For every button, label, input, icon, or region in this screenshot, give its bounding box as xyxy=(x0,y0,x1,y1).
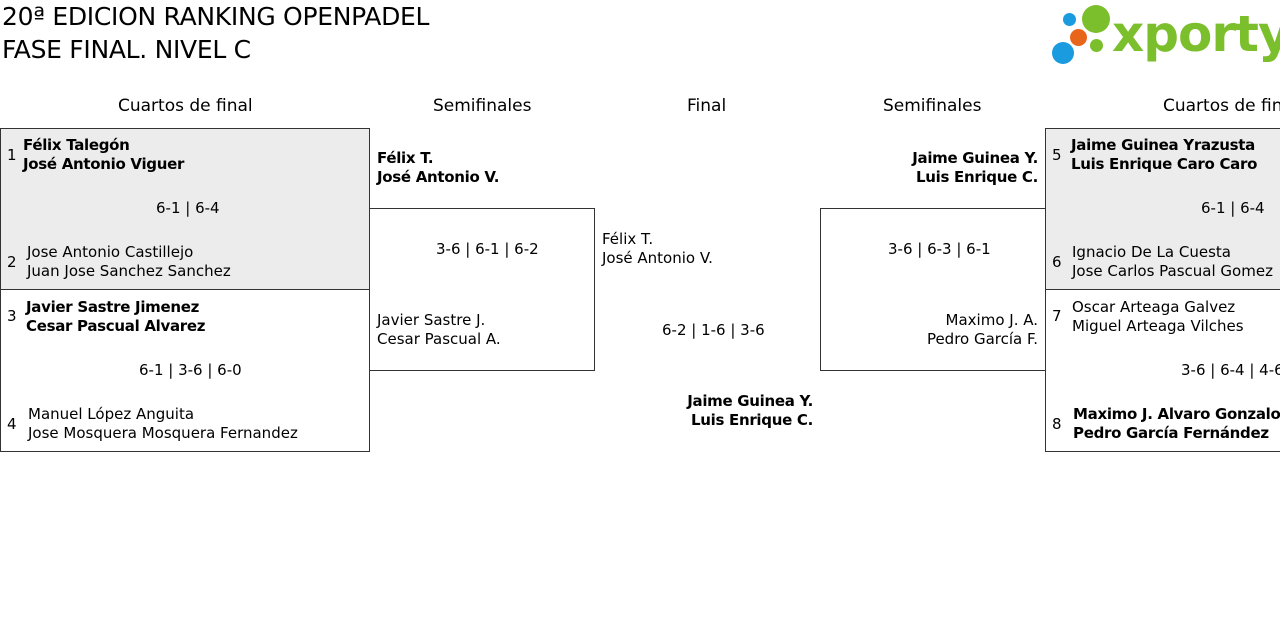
player-name: Miguel Arteaga Vilches xyxy=(1072,317,1244,335)
player-name: Luis Enrique C. xyxy=(915,168,1038,186)
match-score: 6-1 | 6-4 xyxy=(156,199,220,217)
semi-team-top: Jaime Guinea Y. Luis Enrique C. xyxy=(912,149,1038,187)
player-name: José Antonio Viguer xyxy=(23,155,185,173)
team-loser: Ignacio De La Cuesta Jose Carlos Pascual… xyxy=(1072,243,1273,281)
semi-match-left xyxy=(369,208,595,371)
round-header-right-quarters: Cuartos de fin xyxy=(1163,96,1280,116)
player-name: Pedro García F. xyxy=(926,330,1038,348)
team-winner: Jaime Guinea Yrazusta Luis Enrique Caro … xyxy=(1071,136,1257,174)
final-score: 6-2 | 1-6 | 3-6 xyxy=(662,321,765,339)
match-score: 6-1 | 3-6 | 6-0 xyxy=(139,361,242,379)
player-name: Juan Jose Sanchez Sanchez xyxy=(27,262,231,280)
player-name: Jose Carlos Pascual Gomez xyxy=(1072,262,1273,280)
player-name: Javier Sastre Jimenez xyxy=(26,298,200,316)
match-score: 6-1 | 6-4 xyxy=(1201,199,1265,217)
player-name: Jaime Guinea Y. xyxy=(912,149,1038,167)
match-score: 3-6 | 6-3 | 6-1 xyxy=(888,240,991,258)
player-name: Jaime Guinea Yrazusta xyxy=(1071,136,1255,154)
player-name: Pedro García Fernández xyxy=(1073,424,1269,442)
seed-number: 3 xyxy=(7,307,17,325)
team-winner: Javier Sastre Jimenez Cesar Pascual Alva… xyxy=(26,298,206,336)
seed-number: 5 xyxy=(1052,146,1062,164)
match-score: 3-6 | 6-1 | 6-2 xyxy=(436,240,539,258)
team-loser: Jose Antonio Castillejo Juan Jose Sanche… xyxy=(27,243,231,281)
quarter-match-1 xyxy=(0,128,370,290)
round-header-right-semis: Semifinales xyxy=(883,96,982,116)
round-header-left-quarters: Cuartos de final xyxy=(118,96,253,116)
player-name: José Antonio V. xyxy=(602,249,713,267)
player-name: Félix T. xyxy=(602,230,654,248)
player-name: Ignacio De La Cuesta xyxy=(1072,243,1231,261)
logo-dot-icon xyxy=(1070,29,1087,46)
seed-number: 7 xyxy=(1052,307,1062,325)
player-name: Jose Mosquera Mosquera Fernandez xyxy=(28,424,298,442)
player-name: Félix Talegón xyxy=(23,136,130,154)
quarter-match-4 xyxy=(1045,289,1280,452)
seed-number: 2 xyxy=(7,253,17,271)
player-name: Cesar Pascual Alvarez xyxy=(26,317,206,335)
logo-dot-icon xyxy=(1063,13,1076,26)
logo-text: xporty xyxy=(1112,5,1280,63)
final-champion: Jaime Guinea Y. Luis Enrique C. xyxy=(687,392,813,430)
seed-number: 4 xyxy=(7,415,17,433)
player-name: José Antonio V. xyxy=(377,168,500,186)
quarter-match-3 xyxy=(1045,128,1280,290)
team-winner: Félix Talegón José Antonio Viguer xyxy=(23,136,184,174)
player-name: Luis Enrique C. xyxy=(690,411,813,429)
page-title: 20ª EDICION RANKING OPENPADEL xyxy=(2,2,430,31)
player-name: Manuel López Anguita xyxy=(28,405,195,423)
player-name: Oscar Arteaga Galvez xyxy=(1072,298,1236,316)
team-winner: Maximo J. Alvaro Gonzalo Pedro García Fe… xyxy=(1073,405,1280,443)
seed-number: 1 xyxy=(7,146,17,164)
team-loser: Manuel López Anguita Jose Mosquera Mosqu… xyxy=(28,405,298,443)
round-header-left-semis: Semifinales xyxy=(433,96,532,116)
player-name: Jose Antonio Castillejo xyxy=(27,243,194,261)
semi-team-bottom: Javier Sastre J. Cesar Pascual A. xyxy=(377,311,501,349)
player-name: Maximo J. Alvaro Gonzalo xyxy=(1073,405,1280,423)
player-name: Maximo J. A. xyxy=(945,311,1038,329)
page-subtitle: FASE FINAL. NIVEL C xyxy=(2,35,251,64)
logo-dot-icon xyxy=(1052,42,1074,64)
team-loser: Oscar Arteaga Galvez Miguel Arteaga Vilc… xyxy=(1072,298,1244,336)
player-name: Cesar Pascual A. xyxy=(377,330,501,348)
semi-team-top: Félix T. José Antonio V. xyxy=(377,149,500,187)
player-name: Javier Sastre J. xyxy=(377,311,486,329)
match-score: 3-6 | 6-4 | 4-6 xyxy=(1181,361,1280,379)
logo-dot-icon xyxy=(1090,39,1103,52)
semi-team-bottom: Maximo J. A. Pedro García F. xyxy=(927,311,1038,349)
seed-number: 6 xyxy=(1052,253,1062,271)
logo-dot-icon xyxy=(1082,5,1110,33)
player-name: Félix T. xyxy=(377,149,434,167)
player-name: Jaime Guinea Y. xyxy=(687,392,813,410)
seed-number: 8 xyxy=(1052,415,1062,433)
final-team-top: Félix T. José Antonio V. xyxy=(602,230,713,268)
xporty-logo: xporty xyxy=(1050,4,1280,68)
round-header-final: Final xyxy=(687,96,727,116)
player-name: Luis Enrique Caro Caro xyxy=(1071,155,1258,173)
